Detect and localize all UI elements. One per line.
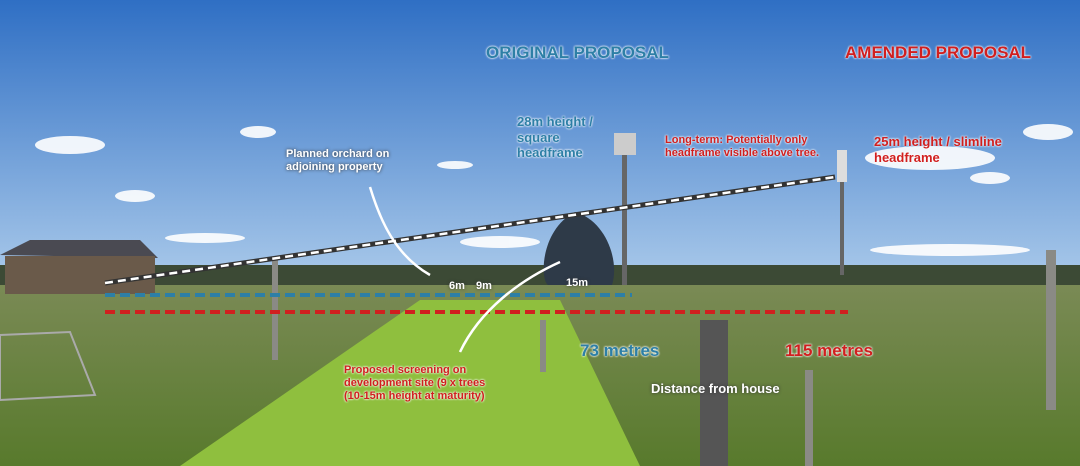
screening-tree: [543, 212, 615, 285]
amended-tower: [837, 150, 847, 275]
distance-caption: Distance from house: [651, 381, 780, 396]
orchard-label: Planned orchard on adjoining property: [286, 148, 390, 174]
orchard-pointer-arrow: [368, 186, 431, 277]
original-proposal-heading: ORIGINAL PROPOSAL: [486, 43, 669, 62]
sky: [0, 0, 1080, 280]
long-term-note: Long-term: Potentially only headframe vi…: [665, 134, 820, 160]
amended-proposal-heading: AMENDED PROPOSAL: [845, 43, 1032, 62]
tree-height-9m: 9m: [476, 280, 492, 292]
amended-distance-value: 115 metres: [785, 341, 873, 360]
grass-track: [180, 300, 640, 466]
original-distance-value: 73 metres: [580, 341, 660, 360]
farm-gate: [0, 330, 97, 402]
tree-height-6m: 6m: [449, 280, 465, 292]
amended-tower-label: 25m height / slimline headframe: [874, 134, 1002, 165]
original-tower: [614, 133, 636, 285]
screening-label: Proposed screening on development site (…: [344, 364, 486, 403]
tree-height-15m: 15m: [566, 277, 589, 289]
original-tower-label: 28m height / square headframe: [517, 114, 593, 161]
house: [0, 240, 158, 294]
clouds: [35, 124, 1073, 256]
screening-pointer-arrow: [458, 260, 561, 353]
